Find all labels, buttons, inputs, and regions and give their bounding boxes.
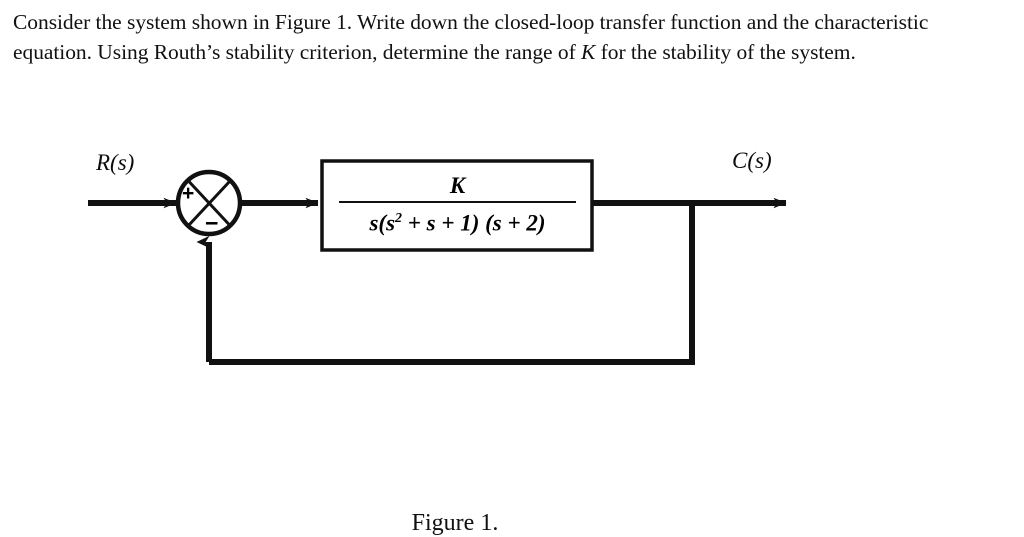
fraction-bar [339,200,576,203]
figure-caption: Figure 1. [0,510,1024,537]
denominator-rest: + s + 1) (s + 2) [402,210,546,236]
summing-junction-minus-sign: − [205,210,219,236]
denominator-prefix: s(s [369,210,396,236]
transfer-function-denominator: s(s2 + s + 1) (s + 2) [369,205,545,238]
transfer-function-expression: K s(s2 + s + 1) (s + 2) [330,166,585,244]
branch-point [689,200,695,206]
block-diagram-svg [88,159,787,365]
figure-block-diagram: R(s) C(s) + − K s(s2 + s + 1) (s + 2) Fi… [0,130,1024,536]
summing-junction-circle [175,169,243,237]
feedback-path [196,203,695,365]
problem-text-part-2: for the stability of the system. [595,39,856,64]
denominator-exponent: 2 [395,210,403,226]
problem-statement: Consider the system shown in Figure 1. W… [13,8,973,67]
transfer-function-numerator: K [449,172,466,198]
summing-junction-plus-sign: + [182,182,195,205]
figure-caption-text: Figure 1. [411,510,499,536]
problem-text-part-1: Consider the system shown in Figure 1. W… [13,10,929,64]
output-signal-label: C(s) [732,148,772,173]
problem-symbol-k: K [581,39,596,64]
input-signal-label: R(s) [96,150,135,175]
